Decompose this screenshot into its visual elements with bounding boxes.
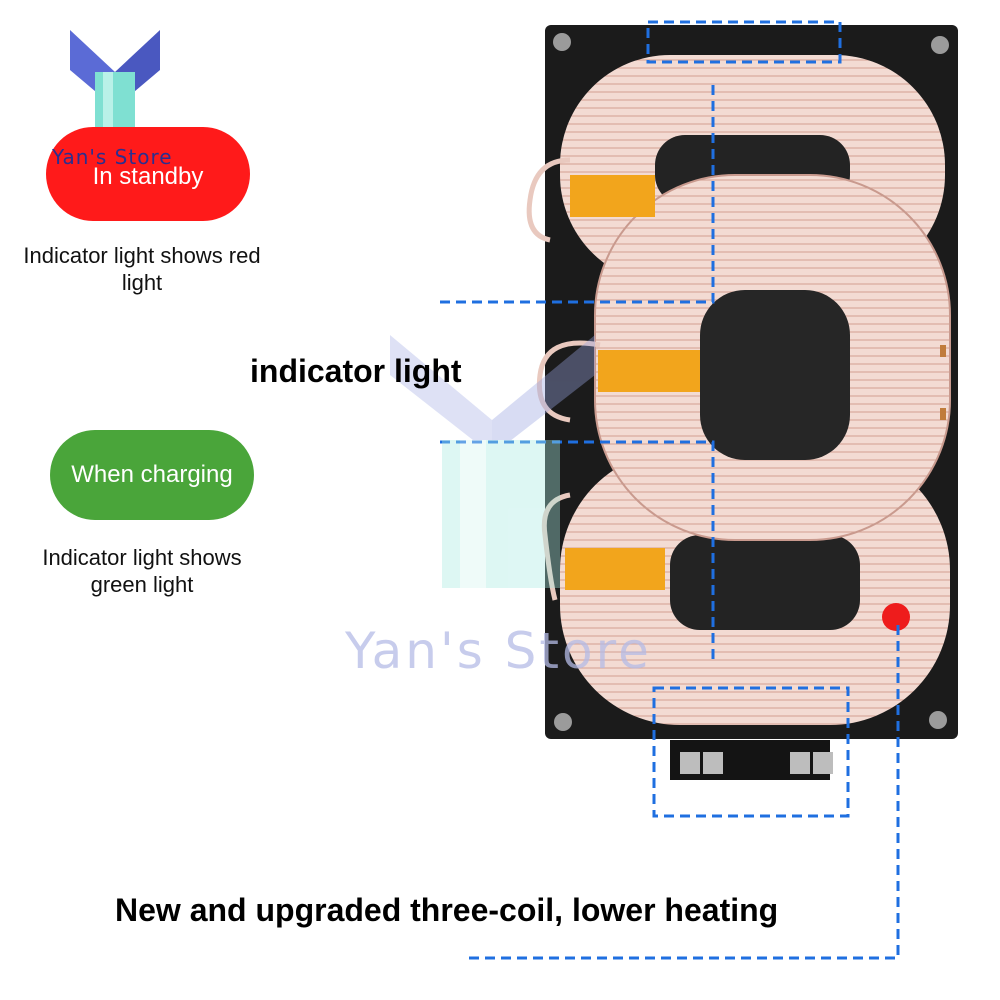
- connector-pad: [813, 752, 833, 774]
- edge-component: [940, 408, 946, 420]
- middle-coil: [594, 174, 951, 541]
- watermark-logo-icon: [390, 335, 595, 588]
- indicator-light-dot: [882, 603, 910, 631]
- store-name-small: Yan's Store: [52, 145, 173, 169]
- top-callout-line: [440, 85, 715, 304]
- coil-tape: [565, 548, 665, 590]
- store-logo-icon: [70, 30, 160, 130]
- headline: New and upgraded three-coil, lower heati…: [115, 892, 779, 928]
- lead-wire: [536, 340, 601, 423]
- mounting-hole: [554, 713, 572, 731]
- edge-component: [940, 345, 946, 357]
- charging-caption: Indicator light shows green light: [42, 545, 242, 597]
- lead-wire: [526, 157, 571, 243]
- mounting-hole: [929, 711, 947, 729]
- coil-tape: [570, 175, 655, 217]
- lead-wire: [541, 492, 571, 601]
- mounting-hole: [931, 36, 949, 54]
- standby-pill-label: In standby: [92, 163, 204, 190]
- top-callout-box: [646, 20, 842, 64]
- standby-pill: In standby: [46, 127, 250, 221]
- middle-callout-line: [440, 440, 715, 665]
- charging-pill-label: When charging: [71, 461, 233, 488]
- connector-pad: [680, 752, 700, 774]
- standby-caption: Indicator light shows red light: [23, 243, 261, 295]
- indicator-light-label: indicator light: [250, 353, 462, 389]
- dashed-callouts: [440, 20, 900, 960]
- connector-callout-box: [652, 686, 850, 818]
- connector-pad: [790, 752, 810, 774]
- store-name-watermark: Yan's Store: [345, 622, 652, 680]
- charging-pill: When charging: [50, 430, 254, 520]
- coil-tape: [598, 350, 700, 392]
- mounting-hole: [553, 33, 571, 51]
- connector-pad: [703, 752, 723, 774]
